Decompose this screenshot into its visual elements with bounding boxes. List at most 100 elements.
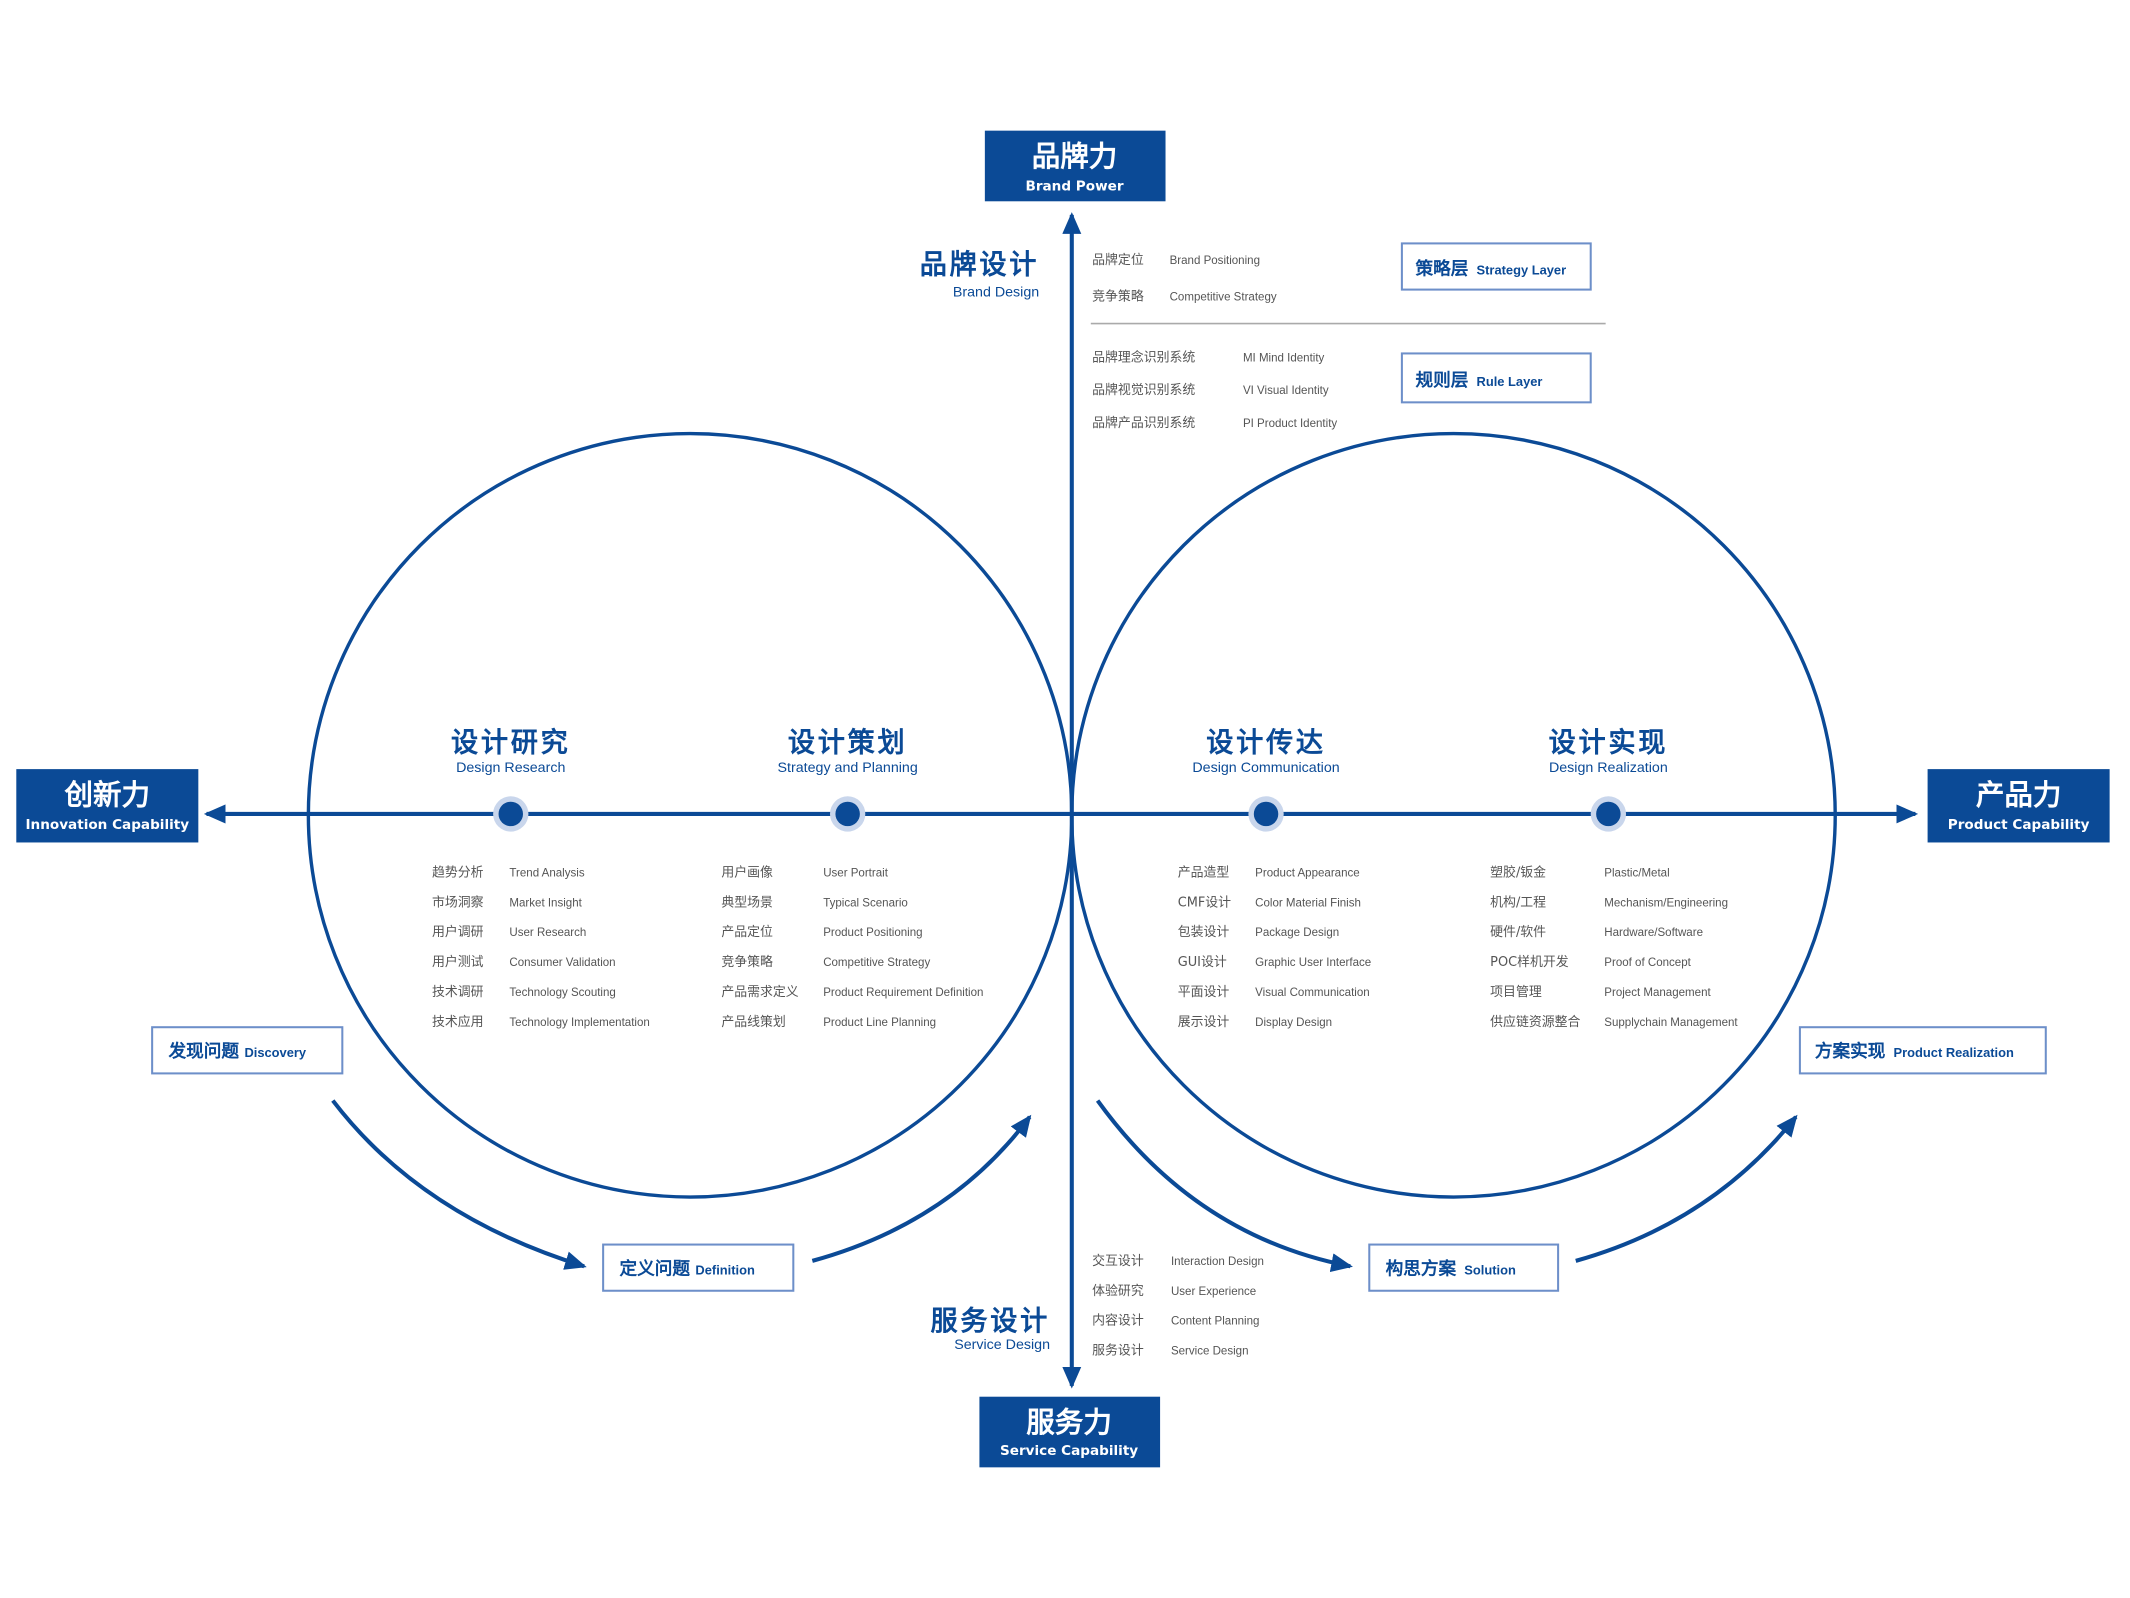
list-item-cn: 产品需求定义 (721, 985, 798, 1000)
list-item-en: Interaction Design (1171, 1256, 1264, 1268)
list-item-cn: 展示设计 (1178, 1015, 1230, 1030)
list-item-cn: 硬件/软件 (1490, 925, 1546, 940)
list-item-en: Color Material Finish (1255, 897, 1361, 909)
list-item-cn: 竞争策略 (1092, 288, 1144, 304)
list-item-en: MI Mind Identity (1243, 353, 1325, 365)
list-item-cn: 产品线策划 (721, 1014, 785, 1030)
product-capability-box: 产品力 Product Capability (1927, 769, 2110, 843)
list-item-en: Content Planning (1171, 1316, 1259, 1328)
list-item-cn: 包装设计 (1178, 925, 1230, 940)
list-item-cn: 技术调研 (432, 985, 484, 1000)
list-item-cn: 用户测试 (432, 954, 484, 970)
innovation-capability-en: Innovation Capability (25, 817, 189, 833)
flow-arrow-solution-to-realization (1575, 1114, 1798, 1263)
list-item-en: Package Design (1255, 927, 1339, 939)
list-item-en: Hardware/Software (1604, 927, 1703, 939)
list-item-en: Technology Implementation (509, 1017, 649, 1029)
list-item-en: Product Appearance (1255, 867, 1359, 879)
list-item-en: Visual Communication (1255, 987, 1370, 999)
flow-arrow-discovery-to-definition (331, 1099, 587, 1270)
list-item-en: Service Design (1171, 1346, 1249, 1358)
node-dot (1253, 801, 1279, 827)
list-item-cn: 项目管理 (1490, 985, 1542, 1000)
section-subtitle: Design Realization (1549, 760, 1668, 776)
section-title: 设计实现 (1549, 726, 1669, 758)
list-item-cn: 塑胶/钣金 (1490, 864, 1546, 880)
list-item-en: User Research (509, 927, 586, 939)
list-item-cn: 产品定位 (721, 925, 773, 940)
brand-power-en: Brand Power (1025, 178, 1123, 194)
node-dot (1596, 801, 1621, 827)
list-item-en: Graphic User Interface (1255, 957, 1371, 969)
list-item-en: Trend Analysis (509, 867, 584, 879)
list-item-en: VI Visual Identity (1243, 385, 1329, 397)
service-design-title: 服务设计 (931, 1306, 1051, 1337)
section-subtitle: Strategy and Planning (778, 760, 918, 776)
node-dot (835, 801, 860, 827)
product-capability-en: Product Capability (1948, 817, 2090, 833)
service-capability-box: 服务力 Service Capability (979, 1396, 1161, 1468)
section-design-realization: 设计实现 Design Realization 塑胶/钣金 Plastic/Metal… (1490, 726, 1738, 1029)
list-item-cn: 品牌理念识别系统 (1092, 350, 1195, 366)
list-item-en: Product Positioning (823, 927, 922, 939)
list-item-cn: 平面设计 (1178, 985, 1230, 1000)
list-item-en: Proof of Concept (1604, 957, 1691, 969)
list-item-cn: 产品造型 (1178, 865, 1230, 880)
list-item-cn: 典型场景 (721, 895, 773, 910)
list-item-en: User Portrait (823, 867, 889, 879)
service-design-subtitle: Service Design (954, 1337, 1050, 1353)
list-item-en: User Experience (1171, 1286, 1256, 1298)
list-item-cn: 内容设计 (1092, 1313, 1144, 1329)
list-item-en: Mechanism/Engineering (1604, 897, 1728, 909)
list-item-en: Competitive Strategy (1170, 291, 1277, 303)
list-item-cn: 品牌视觉识别系统 (1092, 382, 1195, 398)
list-item-cn: 品牌定位 (1092, 252, 1144, 268)
list-item-cn: GUI设计 (1178, 955, 1227, 970)
list-item-en: Consumer Validation (509, 957, 615, 969)
brand-power-cn: 品牌力 (1032, 140, 1118, 173)
section-title: 设计传达 (1206, 727, 1326, 758)
section-title: 设计研究 (451, 726, 570, 758)
list-item-cn: 品牌产品识别系统 (1092, 415, 1195, 431)
list-item-cn: 用户画像 (721, 864, 773, 880)
list-item-en: Supplychain Management (1604, 1017, 1738, 1029)
list-item-en: Competitive Strategy (823, 957, 930, 969)
list-item-cn: 服务设计 (1092, 1343, 1144, 1359)
section-subtitle: Design Research (456, 760, 565, 776)
service-capability-cn: 服务力 (1026, 1406, 1112, 1439)
list-item-en: Display Design (1255, 1017, 1332, 1029)
list-item-en: Product Requirement Definition (823, 987, 983, 999)
list-item-cn: POC样机开发 (1490, 954, 1569, 970)
list-item-en: PI Product Identity (1243, 418, 1337, 430)
list-item-cn: 竞争策略 (721, 954, 773, 970)
list-item-cn: 市场洞察 (432, 894, 484, 910)
list-item-en: Market Insight (509, 897, 582, 909)
product-capability-cn: 产品力 (1976, 778, 2062, 811)
list-item-en: Plastic/Metal (1604, 867, 1669, 879)
list-item-cn: 机构/工程 (1490, 895, 1546, 910)
list-item-en: Technology Scouting (509, 987, 615, 999)
list-item-cn: 趋势分析 (432, 864, 484, 880)
list-item-en: Typical Scenario (823, 897, 908, 909)
brand-power-box: 品牌力 Brand Power (984, 130, 1166, 202)
brand-rule-list: 品牌理念识别系统 MI Mind Identity 品牌视觉识别系统 VI Visua… (1092, 350, 1337, 431)
list-item-cn: 用户调研 (432, 924, 484, 940)
service-capability-en: Service Capability (1000, 1443, 1138, 1459)
flow-arrow-center-to-solution (1095, 1099, 1353, 1273)
list-item-cn: 体验研究 (1092, 1283, 1144, 1299)
